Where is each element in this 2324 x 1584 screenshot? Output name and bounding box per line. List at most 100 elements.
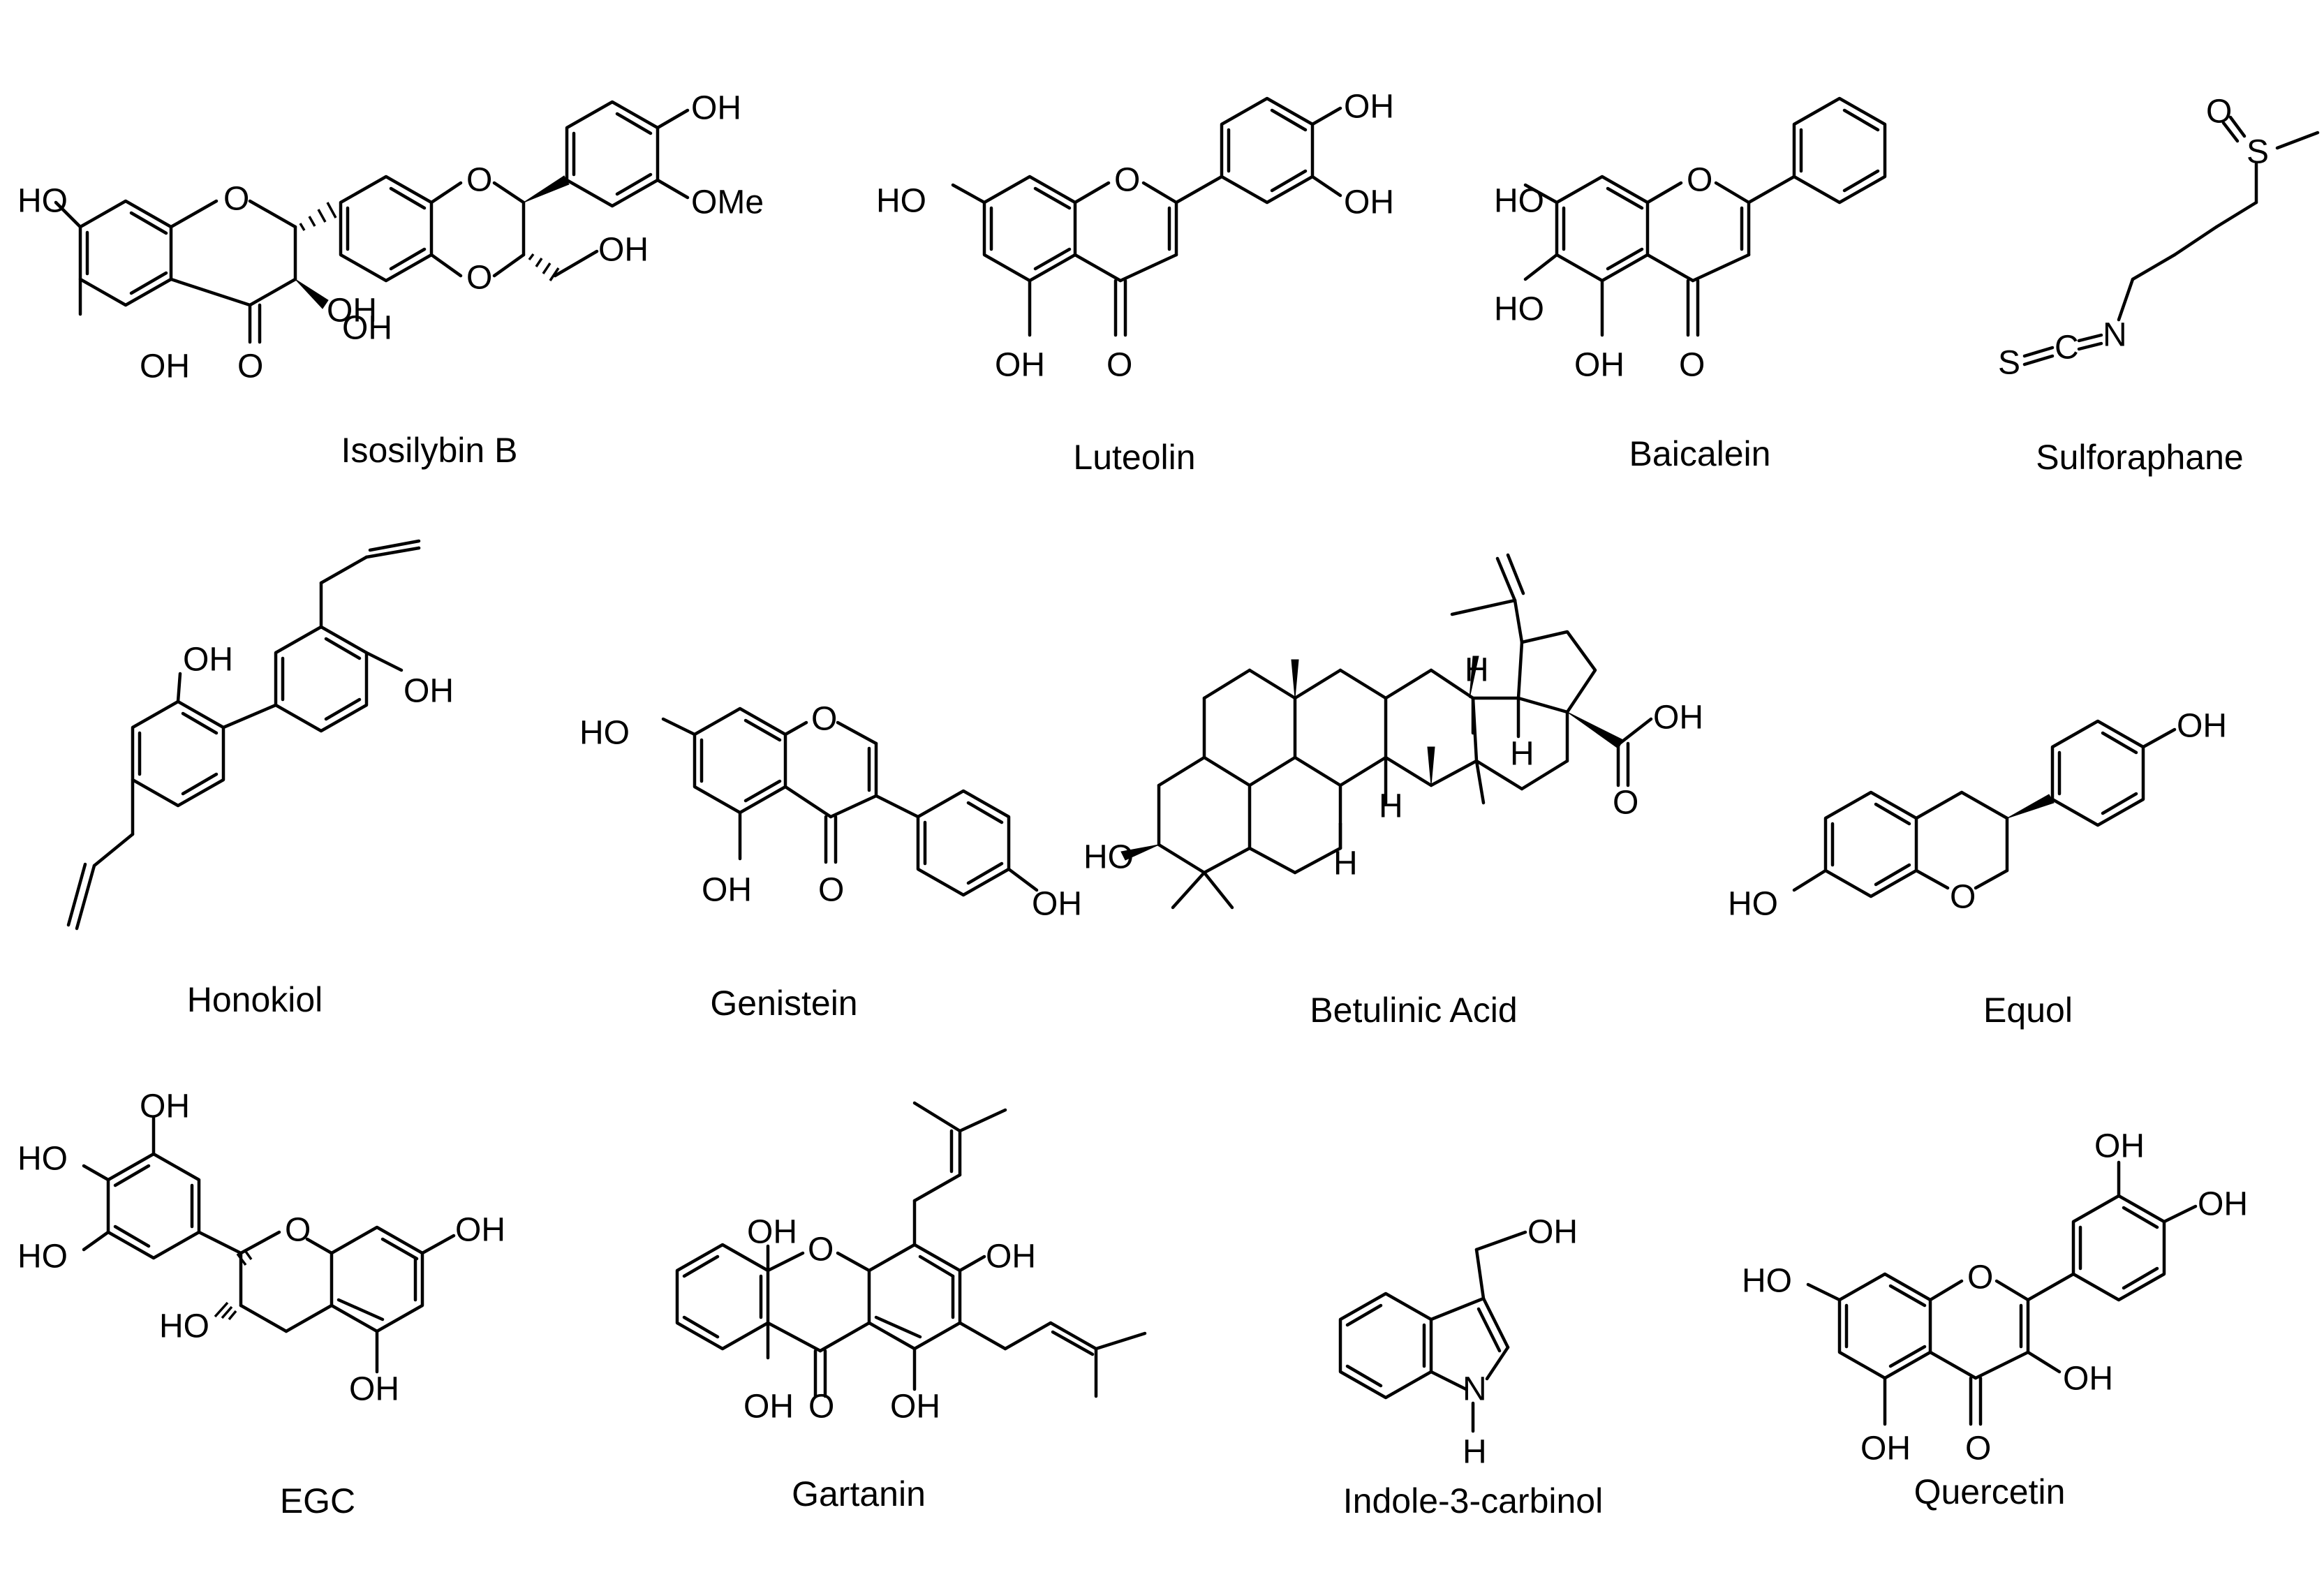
equol-caption: Equol <box>1983 991 2073 1030</box>
isosilybin-b-hash-1 <box>299 202 337 231</box>
atom-label: H <box>1465 652 1489 689</box>
atom-label: HO <box>1728 886 1778 923</box>
atom-label: OH <box>140 348 190 385</box>
atom-label: OH <box>455 1212 505 1249</box>
egc-bonds <box>82 1115 456 1374</box>
indole-3-carbinol-structure: OH N H Indole-3-carbinol <box>1338 1214 1603 1520</box>
atom-label: OH <box>986 1238 1036 1275</box>
atom-label: OH <box>2063 1361 2113 1398</box>
atom-label: C <box>2055 330 2079 367</box>
honokiol-atom-labels: OH OH <box>183 642 454 710</box>
genistein-atom-labels: HO O OH O OH <box>579 701 1082 923</box>
genistein-bonds <box>661 706 1039 897</box>
indole-3-carbinol-bonds <box>1338 1230 1527 1433</box>
atom-label: HO <box>17 1141 68 1178</box>
baicalein-structure: HO O HO OH O Baicalein <box>1494 96 1887 473</box>
sulforaphane-bonds <box>2022 115 2320 367</box>
baicalein-atom-labels: HO O HO OH O <box>1494 162 1712 384</box>
atom-label: OH <box>598 232 649 269</box>
indole-3-carbinol-atom-labels: OH N H <box>1463 1214 1578 1471</box>
atom-label: O <box>237 348 263 385</box>
egc-caption: EGC <box>280 1481 355 1520</box>
atom-label: HO <box>159 1308 209 1345</box>
betulinic-acid-structure: HO H H H H OH O Betulinic Acid <box>1083 553 1703 1030</box>
atom-label: H <box>1510 736 1534 773</box>
atom-label: OH <box>1032 886 1082 923</box>
atom-label: HO <box>1494 291 1544 328</box>
egc-atom-labels: OH HO HO O OH HO OH <box>17 1088 505 1408</box>
atom-label: HO <box>1494 183 1544 220</box>
atom-label: O <box>466 162 492 199</box>
atom-label: OH <box>327 293 377 330</box>
quercetin-bonds <box>1806 1160 2198 1426</box>
atom-label: O <box>808 1231 834 1268</box>
betulinic-acid-caption: Betulinic Acid <box>1310 991 1517 1030</box>
gartanin-bonds <box>675 1101 1147 1398</box>
atom-label: O <box>1950 879 1976 916</box>
atom-label: O <box>1687 162 1712 199</box>
atom-label: HO <box>17 1238 68 1275</box>
isosilybin-b-caption: Isosilybin B <box>341 431 518 470</box>
atom-label: OH <box>995 347 1045 384</box>
atom-label: OH <box>890 1389 940 1426</box>
gartanin-caption: Gartanin <box>792 1474 926 1513</box>
egc-structure: OH HO HO O OH HO OH EGC <box>17 1088 505 1521</box>
atom-label: O <box>1107 347 1132 384</box>
isosilybin-b-bonds <box>54 100 690 344</box>
atom-label: OH <box>2094 1128 2145 1165</box>
atom-label: H <box>1379 788 1403 825</box>
atom-label: OH <box>743 1389 794 1426</box>
atom-label: HO <box>876 183 926 220</box>
atom-label: OH <box>140 1088 190 1125</box>
egc-hash-2 <box>214 1301 237 1321</box>
atom-label: OH <box>1344 184 1394 221</box>
atom-label: S <box>2247 134 2269 171</box>
atom-label: HO <box>1742 1263 1792 1300</box>
atom-label: OH <box>349 1371 399 1408</box>
atom-label: O <box>818 872 844 909</box>
quercetin-structure: OH OH HO O OH OH O Quercetin <box>1742 1128 2248 1512</box>
atom-label: O <box>1679 347 1705 384</box>
atom-label: O <box>2206 94 2232 131</box>
atom-label: OH <box>1860 1430 1911 1467</box>
baicalein-caption: Baicalein <box>1629 434 1771 473</box>
atom-label: O <box>811 701 837 738</box>
atom-label: OH <box>2177 708 2227 745</box>
atom-label: OH <box>747 1214 797 1251</box>
atom-label: OH <box>1574 347 1624 384</box>
betulinic-acid-atom-labels: HO H H H H OH O <box>1083 652 1703 882</box>
equol-bonds <box>1792 719 2177 898</box>
atom-label: O <box>223 181 249 218</box>
atom-label: OH <box>702 872 752 909</box>
betulinic-acid-bonds <box>1120 553 1653 910</box>
genistein-structure: HO O OH O OH Genistein <box>579 701 1082 1023</box>
atom-label: OH <box>1527 1214 1578 1251</box>
luteolin-caption: Luteolin <box>1073 438 1195 477</box>
atom-label: OH <box>342 310 392 347</box>
genistein-caption: Genistein <box>710 984 857 1023</box>
atom-label: OH <box>1344 89 1394 126</box>
atom-label: H <box>1463 1434 1487 1471</box>
atom-label: OH <box>691 90 741 127</box>
luteolin-bonds <box>951 96 1342 337</box>
sulforaphane-caption: Sulforaphane <box>2036 438 2243 477</box>
equol-structure: OH HO O Equol <box>1728 708 2227 1030</box>
atom-label: N <box>2103 317 2127 354</box>
luteolin-structure: HO O OH O OH OH Luteolin <box>876 89 1394 478</box>
atom-label: O <box>1613 785 1638 822</box>
atom-label: HO <box>17 183 68 220</box>
equol-atom-labels: OH HO O <box>1728 708 2227 923</box>
atom-label: O <box>466 260 492 297</box>
atom-label: O <box>808 1389 834 1426</box>
sulforaphane-structure: O S S C N Sulforaphane <box>1998 94 2320 477</box>
atom-label: OMe <box>691 184 764 221</box>
isosilybin-b-atom-labels: HO O OH OH O O O OH OMe OH OH <box>17 90 764 385</box>
atom-label: OH <box>1653 700 1703 737</box>
atom-label: OH <box>2198 1186 2248 1223</box>
baicalein-bonds <box>1523 96 1887 337</box>
atom-label: O <box>1114 162 1140 199</box>
sulforaphane-atom-labels: O S S C N <box>1998 94 2269 382</box>
gartanin-structure: OH O OH OH O OH Gartanin <box>675 1101 1147 1513</box>
